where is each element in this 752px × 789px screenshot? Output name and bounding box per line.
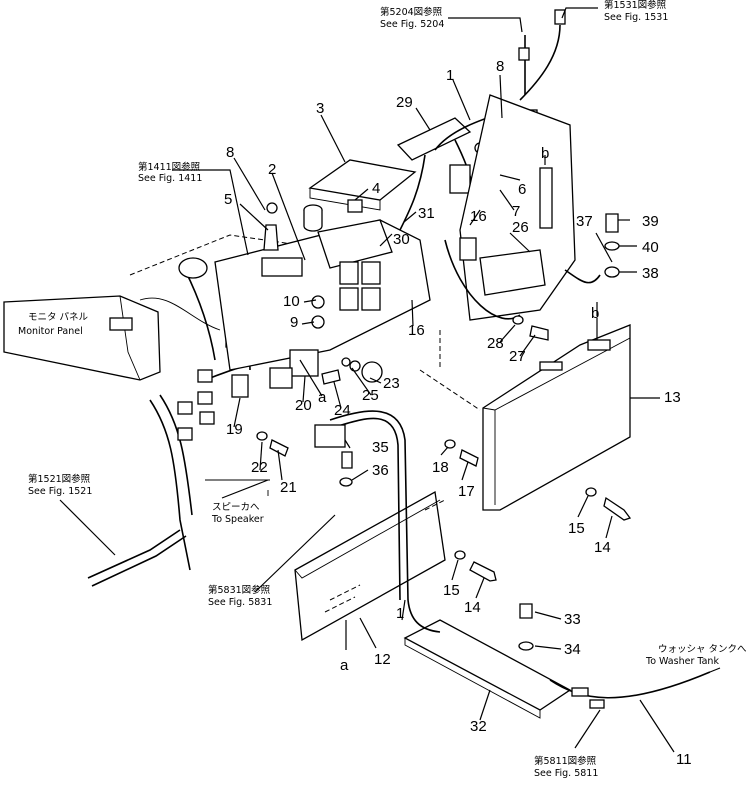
part-label: 40 xyxy=(642,239,659,256)
ref-1531-en: See Fig. 1531 xyxy=(604,12,668,23)
part-label: 1 xyxy=(446,67,454,84)
part-label: 34 xyxy=(564,641,581,658)
monitor-panel-jp: モニタ パネル xyxy=(28,312,89,323)
section-label: b xyxy=(591,305,599,322)
ref-5831-jp: 第5831図参照 xyxy=(208,584,271,596)
part-label: 39 xyxy=(642,213,659,230)
part-label: 5 xyxy=(224,191,232,208)
part-label: 2 xyxy=(268,161,276,178)
part-label: 17 xyxy=(458,483,475,500)
to-speaker-en: To Speaker xyxy=(211,514,264,525)
part-label: 14 xyxy=(464,599,481,616)
ref-5811-en: See Fig. 5811 xyxy=(534,768,598,779)
part-label: 8 xyxy=(496,58,504,75)
part-label: 11 xyxy=(676,751,692,768)
part-label: 36 xyxy=(372,462,389,479)
section-label: a xyxy=(340,657,349,674)
part-label: 25 xyxy=(362,387,379,404)
part-label: 22 xyxy=(251,459,268,476)
part-label: 1 xyxy=(396,605,404,622)
controller-13 xyxy=(419,324,631,511)
part-label: 23 xyxy=(383,375,400,392)
part-label: 24 xyxy=(334,402,351,419)
plate-32 xyxy=(403,619,711,719)
ref-1411-jp: 第1411図参照 xyxy=(138,161,201,173)
to-washer-tank-en: To Washer Tank xyxy=(645,656,719,667)
part-label: 10 xyxy=(283,293,300,310)
part-label: 19 xyxy=(226,421,243,438)
part-label: 15 xyxy=(568,520,585,537)
part-label: 35 xyxy=(372,439,389,456)
cover-part-3 xyxy=(308,159,417,201)
part-number-labels: 1 1 2 3 4 5 6 7 8 8 9 10 11 12 13 14 14 … xyxy=(224,58,692,768)
ref-1531-jp: 第1531図参照 xyxy=(604,0,667,11)
part-label: 29 xyxy=(396,94,413,111)
part-label: 13 xyxy=(664,389,681,406)
part-label: 27 xyxy=(509,348,526,365)
part-label: 14 xyxy=(594,539,611,556)
part-label: 31 xyxy=(418,205,435,222)
part-label: 9 xyxy=(290,314,298,331)
part-label: 15 xyxy=(443,582,460,599)
part-label: 3 xyxy=(316,100,324,117)
ref-5204-jp: 第5204図参照 xyxy=(380,6,443,18)
section-label: a xyxy=(318,389,327,406)
section-label: b xyxy=(541,145,549,162)
ref-5831-en: See Fig. 5831 xyxy=(208,597,272,608)
ref-5204-en: See Fig. 5204 xyxy=(380,19,444,30)
upper-right-bracket xyxy=(444,94,601,321)
ref-1521-en: See Fig. 1521 xyxy=(28,486,92,497)
part-label: 32 xyxy=(470,718,487,735)
ref-5811-jp: 第5811図参照 xyxy=(534,755,597,767)
part-label: 7 xyxy=(512,203,520,220)
part-label: 38 xyxy=(642,265,659,282)
part-label: 28 xyxy=(487,335,504,352)
part-label: 12 xyxy=(374,651,391,668)
plate-12 xyxy=(294,490,446,642)
part-label: 37 xyxy=(576,213,593,230)
to-washer-tank-jp: ウォッシャ タンクへ xyxy=(658,644,747,655)
part-label: 21 xyxy=(280,479,297,496)
part-label: 33 xyxy=(564,611,581,628)
part-label: 6 xyxy=(518,181,526,198)
ref-1521-jp: 第1521図参照 xyxy=(28,473,91,485)
part-label: 16 xyxy=(470,208,487,225)
ref-1411-en: See Fig. 1411 xyxy=(138,173,202,184)
relay-plate xyxy=(214,219,431,389)
part-label: 4 xyxy=(372,180,380,197)
part-label: 26 xyxy=(512,219,529,236)
part-label: 18 xyxy=(432,459,449,476)
leader-lines xyxy=(59,7,721,753)
to-speaker-jp: スピーカへ xyxy=(212,502,260,513)
part-label: 30 xyxy=(393,231,410,248)
part-label: 16 xyxy=(408,322,425,339)
monitor-panel-en: Monitor Panel xyxy=(18,326,83,337)
fasteners xyxy=(256,213,632,651)
part-label: 8 xyxy=(226,144,234,161)
washer-harness xyxy=(329,410,441,633)
reference-notes: 第5204図参照 See Fig. 5204 第1531図参照 See Fig.… xyxy=(28,0,747,779)
part-label: 20 xyxy=(295,397,312,414)
